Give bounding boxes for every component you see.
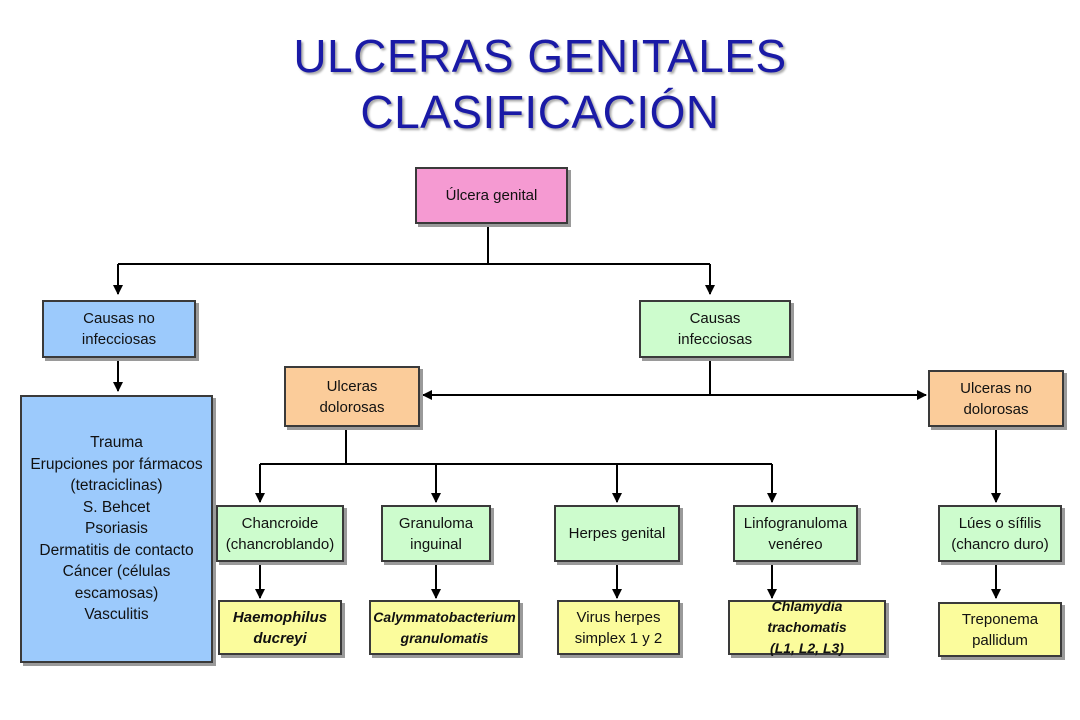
disease-label-2: (chancroblando) xyxy=(225,535,335,553)
disease-label-1: Chancroide xyxy=(241,514,319,532)
painless-label-2: dolorosas xyxy=(963,400,1029,418)
disease-label-1: Herpes genital xyxy=(568,525,666,542)
title-line-2: CLASIFICACIÓN xyxy=(360,86,720,138)
agent-label-1: Chlamydia trachomatis xyxy=(767,598,847,635)
non-infectious-node: Causas no infecciosas xyxy=(42,300,196,358)
agent-treponema: Treponema pallidum xyxy=(938,602,1062,657)
disease-herpes-genital: Herpes genital xyxy=(554,505,680,562)
non-infectious-causes-list: Trauma Erupciones por fármacos (tetracic… xyxy=(20,395,213,663)
painful-label-2: dolorosas xyxy=(319,398,385,416)
cause-item: S. Behcet xyxy=(82,498,151,516)
root-node: Úlcera genital xyxy=(415,167,568,224)
non-infectious-label-2: infecciosas xyxy=(81,331,157,348)
disease-granuloma-inguinal: Granuloma inguinal xyxy=(381,505,491,562)
disease-label-1: Lúes o sífilis xyxy=(958,514,1042,532)
infectious-label-1: Causas xyxy=(689,310,741,327)
infectious-label-2: infecciosas xyxy=(677,331,753,348)
painful-ulcers-node: Ulceras dolorosas xyxy=(284,366,420,427)
cause-item: (tetraciclinas) xyxy=(70,477,163,495)
non-infectious-label-1: Causas no xyxy=(83,310,155,327)
cause-item: Vasculitis xyxy=(84,606,149,624)
disease-label-1: Granuloma xyxy=(398,514,474,532)
disease-label-2: venéreo xyxy=(768,535,823,553)
agent-label-1: Treponema xyxy=(961,610,1039,628)
disease-linfogranuloma: Linfogranuloma venéreo xyxy=(733,505,858,562)
disease-label-2: inguinal xyxy=(410,535,462,553)
agent-haemophilus: Haemophilus ducreyi xyxy=(218,600,342,655)
infectious-node: Causas infecciosas xyxy=(639,300,791,358)
disease-chancroide: Chancroide (chancroblando) xyxy=(216,505,344,562)
agent-label-2: simplex 1 y 2 xyxy=(574,629,663,647)
agent-chlamydia: Chlamydia trachomatis (L1, L2, L3) xyxy=(728,598,886,656)
disease-label-1: Linfogranuloma xyxy=(743,514,848,532)
agent-label-2: pallidum xyxy=(972,631,1028,649)
agent-label-1: Haemophilus xyxy=(232,608,328,626)
painful-label-1: Ulceras xyxy=(326,377,378,395)
cause-item: Erupciones por fármacos xyxy=(30,455,203,473)
agent-label-2: granulomatis xyxy=(400,629,489,646)
agent-label-2: ducreyi xyxy=(253,629,307,647)
agent-label-1: Calymmatobacterium xyxy=(373,608,516,625)
root-label: Úlcera genital xyxy=(445,187,538,204)
disease-sifilis: Lúes o sífilis (chancro duro) xyxy=(938,505,1062,562)
title-line-1: ULCERAS GENITALES xyxy=(293,30,787,82)
agent-virus-herpes: Virus herpes simplex 1 y 2 xyxy=(557,600,680,655)
painless-label-1: Ulceras no xyxy=(960,379,1032,397)
agent-calymmatobacterium: Calymmatobacterium granulomatis xyxy=(369,600,520,655)
disease-label-2: (chancro duro) xyxy=(951,535,1049,553)
cause-item: Psoriasis xyxy=(85,520,148,538)
cause-item: Trauma xyxy=(90,434,143,452)
page-title: ULCERAS GENITALES CLASIFICACIÓN xyxy=(0,28,1080,140)
cause-item: Cáncer (células xyxy=(62,563,171,581)
cause-item: Dermatitis de contacto xyxy=(39,541,194,559)
painless-ulcers-node: Ulceras no dolorosas xyxy=(928,370,1064,427)
agent-label-1: Virus herpes xyxy=(576,608,661,626)
cause-item: escamosas) xyxy=(74,584,159,602)
agent-label-2: (L1, L2, L3) xyxy=(770,640,844,656)
